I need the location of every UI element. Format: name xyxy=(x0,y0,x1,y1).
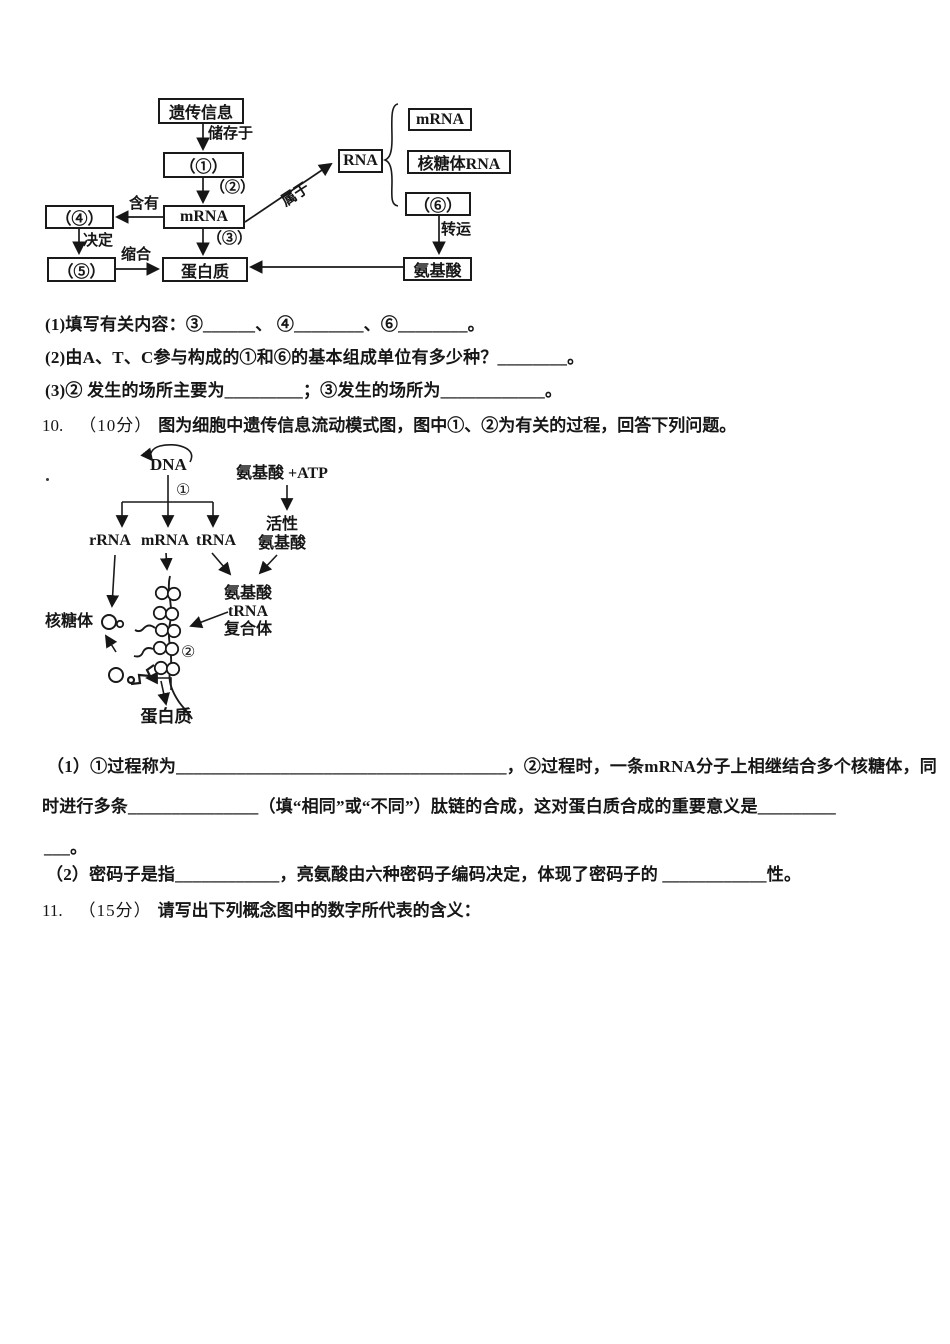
box-genetic-info-label: 遗传信息 xyxy=(168,105,233,122)
box-genetic-info: 遗传信息 xyxy=(158,98,244,124)
figure-connectors xyxy=(101,444,294,720)
active-amino-acid-label: 活性 氨基酸 xyxy=(253,515,311,553)
free-subunits-glyph xyxy=(108,667,136,685)
step2-circled-number: ② xyxy=(181,644,196,661)
box-protein: 蛋白质 xyxy=(162,257,248,282)
active-amino-acid-line2: 氨基酸 xyxy=(257,535,306,552)
box-blank-5-label: （⑤） xyxy=(57,263,106,281)
mrna-label: mRNA xyxy=(141,532,189,549)
q10-score: （10分） xyxy=(79,416,153,435)
step1-circled-number: ① xyxy=(176,482,191,499)
box-blank-6: （⑥） xyxy=(405,192,471,216)
box-protein-label: 蛋白质 xyxy=(180,263,229,281)
q9-line-3: (3)② 发生的场所主要为_________；③发生的场所为__________… xyxy=(45,381,563,400)
protein-label: 蛋白质 xyxy=(140,707,192,726)
box-rna: RNA xyxy=(338,149,383,173)
dna-label: DNA xyxy=(150,455,187,474)
amino-trna-complex-label: 氨基酸 tRNA 复合体 xyxy=(216,585,280,639)
active-amino-acid-line1: 活性 xyxy=(265,516,298,533)
q10-header: 10. （10分） 图为细胞中遗传信息流动模式图，图中①、②为有关的过程，回答下列问… xyxy=(42,411,736,436)
label-decides: 决定 xyxy=(83,233,114,249)
box-blank-4-label: （④） xyxy=(55,211,104,228)
flowchart-connectors xyxy=(72,103,446,276)
label-transports: 转运 xyxy=(441,222,472,238)
label-process-2: （②） xyxy=(210,180,256,196)
box-mrna-right-label: mRNA xyxy=(416,110,464,128)
box-blank-5: （⑤） xyxy=(47,257,116,282)
genetic-info-flowchart: 遗传信息 储存于 （①） （②） mRNA （③） 含有 （④） 决定 （⑤） … xyxy=(45,95,535,295)
box-blank-4: （④） xyxy=(45,205,114,229)
box-mrna-center-label: mRNA xyxy=(180,208,228,225)
q10-number: 10. xyxy=(42,416,64,435)
q11-header: 11. （15分） 请写出下列概念图中的数字所代表的含义： xyxy=(42,896,481,921)
box-amino-acid-label: 氨基酸 xyxy=(413,263,462,280)
q11-score: （15分） xyxy=(78,901,152,920)
label-process-3: （③） xyxy=(207,231,253,247)
polysome-ribosomes xyxy=(152,585,182,677)
box-ribosomal-rna-label: 核糖体RNA xyxy=(417,156,501,173)
complex-line2: tRNA xyxy=(228,603,268,620)
box-mrna-right: mRNA xyxy=(408,108,472,131)
box-amino-acid: 氨基酸 xyxy=(403,257,472,281)
amino-acid-atp-label: 氨基酸 +ATP xyxy=(236,465,328,482)
ribosome-glyph xyxy=(101,614,125,630)
q10-line-1: （1）①过程称为________________________________… xyxy=(47,757,937,776)
q11-stem: 请写出下列概念图中的数字所代表的含义： xyxy=(157,901,481,920)
box-rna-label: RNA xyxy=(343,152,378,169)
translation-figure: DNA ① rRNA mRNA tRNA 氨基酸 +ATP 活性 氨基酸 氨基酸… xyxy=(40,444,360,740)
stray-mark xyxy=(46,478,49,481)
ribosome-label: 核糖体 xyxy=(45,613,94,630)
box-blank-1: （①） xyxy=(163,152,244,178)
box-ribosomal-rna: 核糖体RNA xyxy=(407,150,511,174)
rrna-label: rRNA xyxy=(89,532,131,549)
q10-stem: 图为细胞中遗传信息流动模式图，图中①、②为有关的过程，回答下列问题。 xyxy=(158,416,737,435)
label-contains: 含有 xyxy=(129,196,160,212)
q10-line-3: ___。 xyxy=(44,838,88,857)
label-condensation: 缩合 xyxy=(121,247,152,263)
dna-self-loop-arrow xyxy=(140,444,193,463)
q9-line-2: (2)由A、T、C参与构成的①和⑥的基本组成单位有多少种？________。 xyxy=(45,348,585,367)
trna-label: tRNA xyxy=(196,532,236,549)
q10-line-2: 时进行多条_______________（填“相同”或“不同”）肽链的合成，这对… xyxy=(42,797,836,816)
complex-line1: 氨基酸 xyxy=(223,585,272,602)
q10-line-4: （2）密码子是指____________，亮氨酸由六种密码子编码决定，体现了密码… xyxy=(46,865,802,884)
q9-line-1: (1)填写有关内容：③______、 ④________、⑥________。 xyxy=(45,315,485,334)
box-blank-6-label: （⑥） xyxy=(413,198,462,215)
complex-line3: 复合体 xyxy=(223,621,272,638)
label-stored-in: 储存于 xyxy=(208,126,254,142)
box-blank-1-label: （①） xyxy=(179,159,228,176)
q11-number: 11. xyxy=(42,901,63,920)
box-mrna-center: mRNA xyxy=(163,205,245,229)
